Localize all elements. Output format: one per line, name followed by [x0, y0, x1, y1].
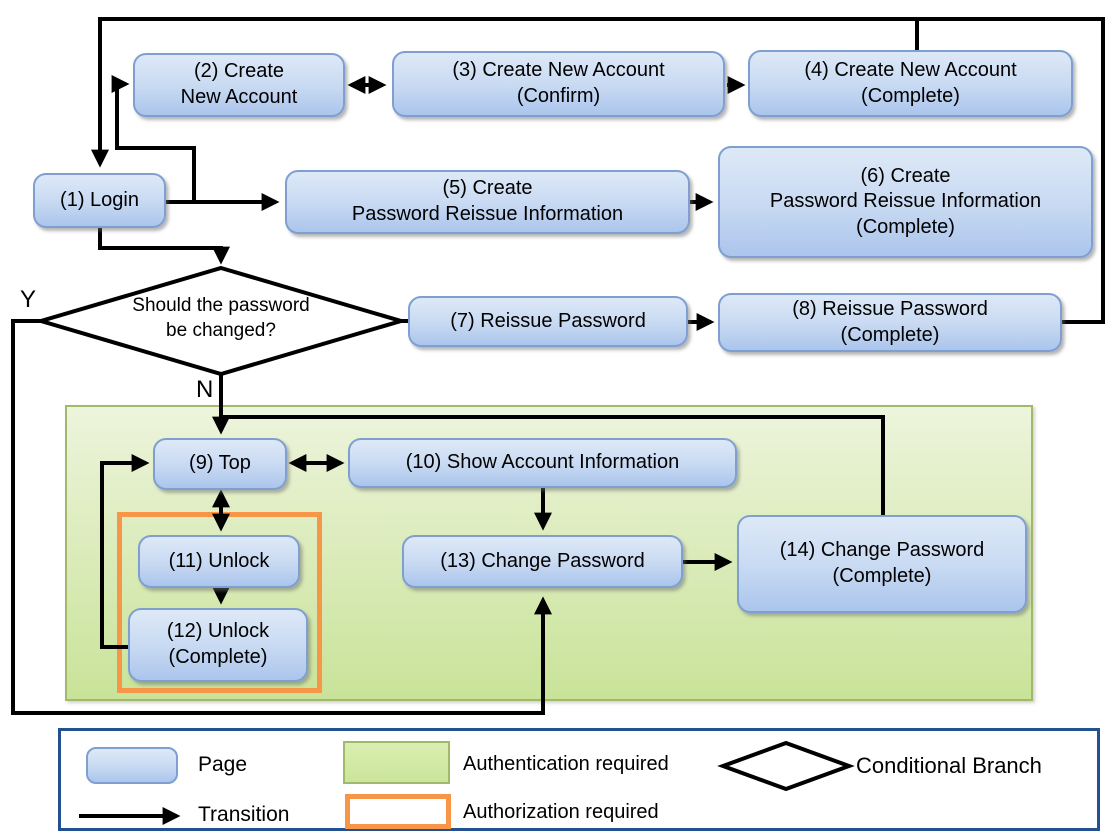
- edge-12-to-9: [100, 454, 150, 649]
- legend-conditional-branch-icon: [717, 740, 855, 792]
- edge-login-to-2: [111, 75, 196, 202]
- decision-diamond: [33, 265, 409, 377]
- edge-14-to-9: [221, 415, 885, 515]
- edge-decision-yes-to-13: [11, 319, 552, 715]
- legend-conditional-branch-label: Conditional Branch: [856, 753, 1042, 778]
- node-11-unlock: (11) Unlock: [138, 535, 300, 588]
- legend: Page Transition Authentication required …: [58, 728, 1100, 831]
- edge-complete-to-login: [91, 17, 1105, 324]
- legend-page-label: Page: [198, 753, 248, 776]
- node-6-create-password-reissue-information-complete: (6) Create Password Reissue Information …: [718, 146, 1093, 258]
- legend-authorization-label: Authorization required: [463, 801, 659, 823]
- node-13-change-password: (13) Change Password: [402, 535, 683, 588]
- node-4-create-new-account-complete: (4) Create New Account (Complete): [748, 50, 1073, 117]
- node-1-login: (1) Login: [33, 173, 166, 228]
- node-9-top: (9) Top: [153, 438, 287, 490]
- legend-page-swatch: [86, 747, 178, 784]
- node-10-show-account-information: (10) Show Account Information: [348, 438, 737, 488]
- legend-transition-arrow-icon: [79, 807, 181, 825]
- edge-login-to-decision: [98, 228, 230, 265]
- legend-authentication-label: Authentication required: [463, 753, 669, 775]
- node-14-change-password-complete: (14) Change Password (Complete): [737, 515, 1027, 613]
- legend-authorization-swatch: [345, 794, 451, 829]
- node-5-create-password-reissue-information: (5) Create Password Reissue Information: [285, 170, 690, 234]
- decision-yes-label: Y: [20, 286, 37, 313]
- node-8-reissue-password-complete: (8) Reissue Password (Complete): [718, 293, 1062, 352]
- node-7-reissue-password: (7) Reissue Password: [408, 296, 688, 347]
- decision-question: Should the password be changed?: [132, 295, 310, 341]
- decision-no-label: N: [196, 376, 214, 403]
- legend-authentication-swatch: [343, 741, 450, 784]
- node-12-unlock-complete: (12) Unlock (Complete): [128, 608, 308, 682]
- legend-transition-label: Transition: [198, 803, 290, 826]
- node-2-create-new-account: (2) Create New Account: [133, 53, 345, 117]
- node-3-create-new-account-confirm: (3) Create New Account (Confirm): [392, 51, 725, 117]
